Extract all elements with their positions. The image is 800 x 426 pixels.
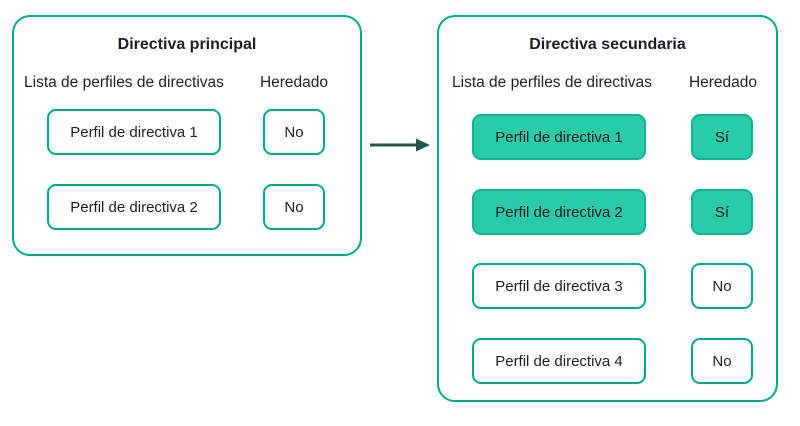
profile-label: Perfil de directiva 1 xyxy=(495,128,623,146)
inherited-value-box: No xyxy=(263,109,325,155)
profile-row: Perfil de directiva 2 Sí xyxy=(439,189,776,235)
inherited-value-box: No xyxy=(691,338,753,384)
principal-directive-box: Directiva principal Lista de perfiles de… xyxy=(12,15,362,256)
profile-row: Perfil de directiva 4 No xyxy=(439,338,776,384)
profile-row: Perfil de directiva 3 No xyxy=(439,263,776,309)
inherited-header: Heredado xyxy=(259,74,329,91)
inherited-value: Sí xyxy=(714,203,730,221)
profile-box: Perfil de directiva 2 xyxy=(47,184,221,230)
secondary-directive-title: Directiva secundaria xyxy=(529,36,686,53)
profile-row: Perfil de directiva 1 No xyxy=(14,109,360,155)
right-arrow-icon xyxy=(370,138,430,152)
inherited-value: No xyxy=(712,277,732,295)
inherited-value: No xyxy=(284,123,304,141)
profile-label: Perfil de directiva 2 xyxy=(70,198,198,216)
profile-label: Perfil de directiva 2 xyxy=(495,203,623,221)
profile-box: Perfil de directiva 1 xyxy=(47,109,221,155)
inherited-value: No xyxy=(712,352,732,370)
profile-row: Perfil de directiva 2 No xyxy=(14,184,360,230)
profile-row: Perfil de directiva 1 Sí xyxy=(439,114,776,160)
principal-directive-title: Directiva principal xyxy=(117,36,257,53)
profile-label: Perfil de directiva 1 xyxy=(70,123,198,141)
inherited-value: Sí xyxy=(714,128,730,146)
inherited-value-box: No xyxy=(691,263,753,309)
inherited-value-box: Sí xyxy=(691,189,753,235)
profile-box: Perfil de directiva 2 xyxy=(472,189,646,235)
secondary-directive-box: Directiva secundaria Lista de perfiles d… xyxy=(437,15,778,402)
profiles-list-header: Lista de perfiles de directivas xyxy=(24,74,224,91)
profile-label: Perfil de directiva 4 xyxy=(495,352,623,370)
profile-box: Perfil de directiva 3 xyxy=(472,263,646,309)
inherited-value: No xyxy=(284,198,304,216)
profile-label: Perfil de directiva 3 xyxy=(495,277,623,295)
profiles-list-header: Lista de perfiles de directivas xyxy=(452,74,652,91)
inheritance-arrow xyxy=(368,136,432,154)
inherited-value-box: Sí xyxy=(691,114,753,160)
profile-box: Perfil de directiva 4 xyxy=(472,338,646,384)
profile-box: Perfil de directiva 1 xyxy=(472,114,646,160)
inherited-value-box: No xyxy=(263,184,325,230)
inherited-header: Heredado xyxy=(688,74,758,91)
